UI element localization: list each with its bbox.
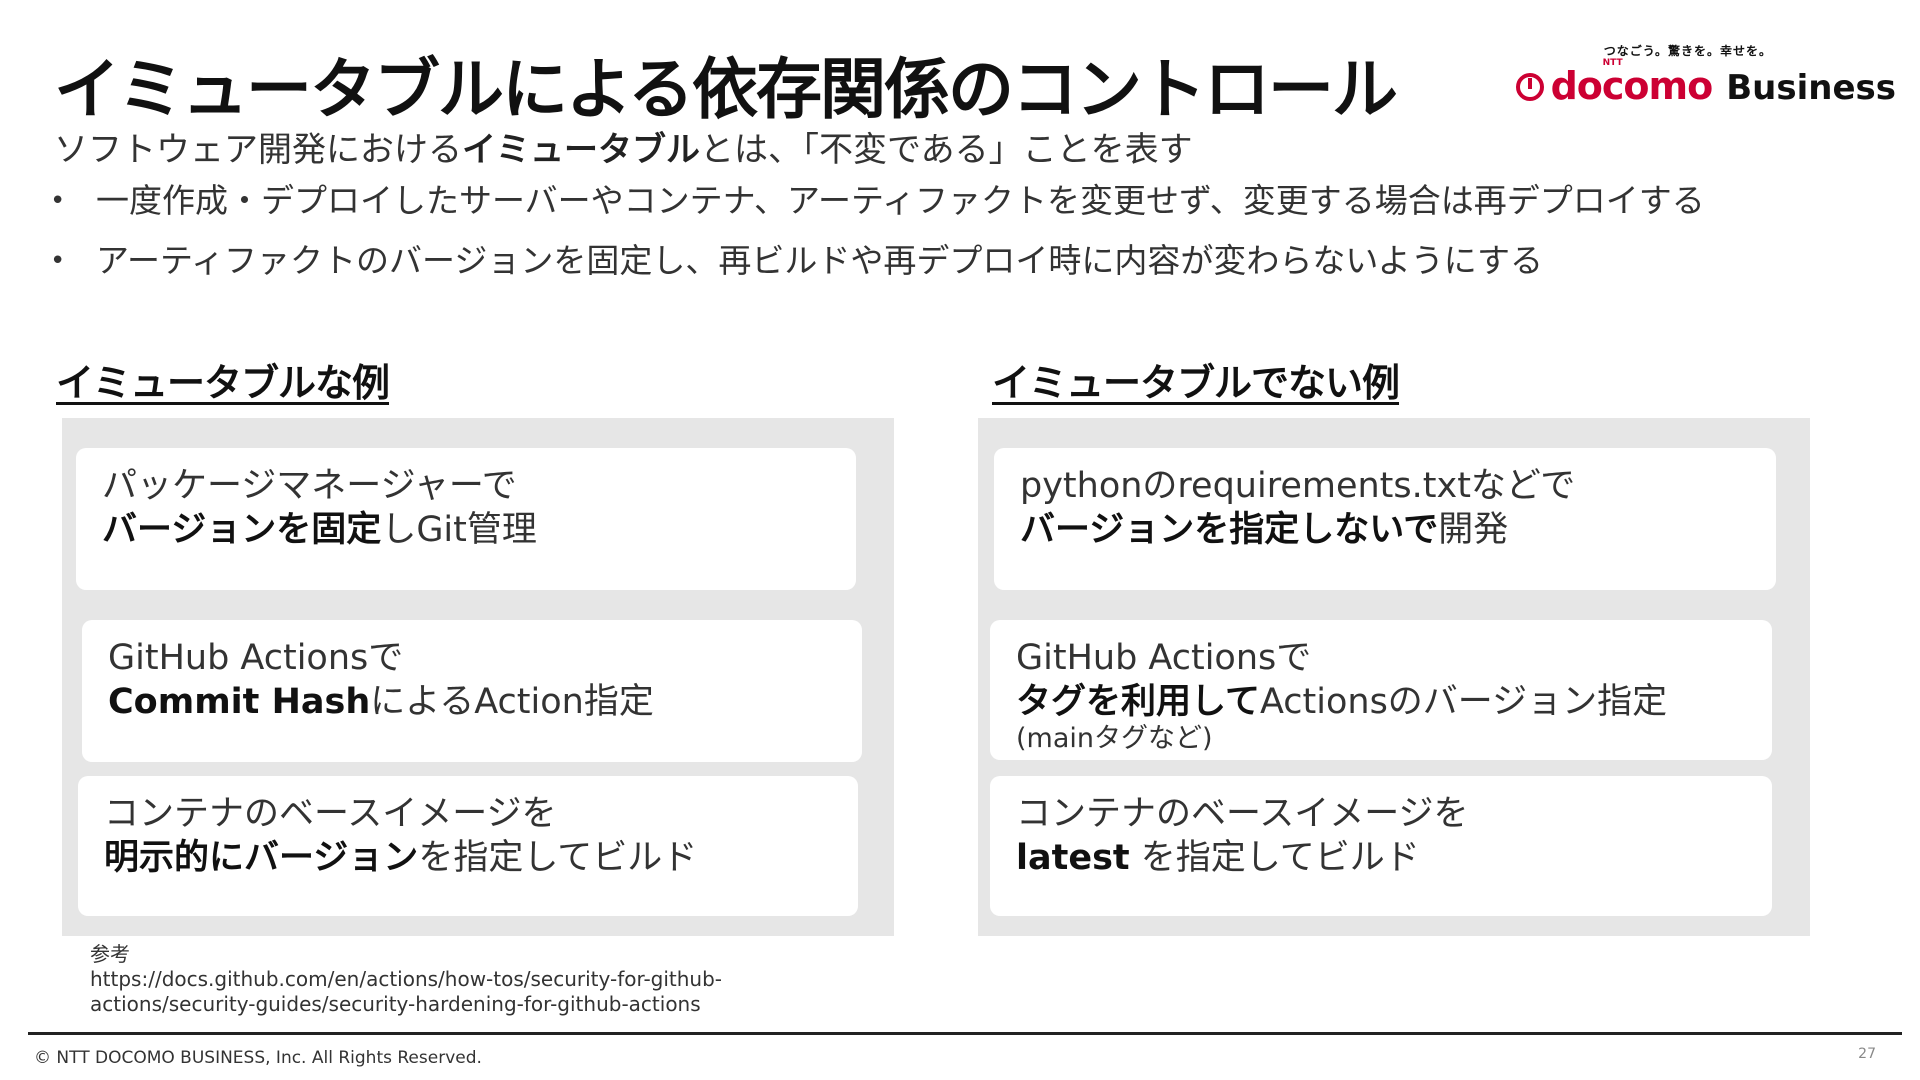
mutable-example-card: pythonのrequirements.txtなどで バージョンを指定しないで開… <box>994 448 1776 590</box>
card-line: 明示的にバージョンを指定してビルド <box>104 836 832 880</box>
mutable-example-card: GitHub Actionsで タグを利用してActionsのバージョン指定 (… <box>990 620 1772 760</box>
immutable-examples-heading: イミュータブルな例 <box>56 361 390 405</box>
logo-brand-suffix: Business <box>1726 68 1896 108</box>
card-bold-text: Commit Hash <box>108 682 371 722</box>
docomo-ring-icon <box>1515 73 1544 101</box>
footer-divider <box>28 1032 1902 1035</box>
card-bold-text: バージョンを固定 <box>102 510 382 550</box>
slide-title: イミュータブルによる依存関係のコントロール <box>54 51 1398 128</box>
logo-tagline: つなごう。驚きを。幸せを。 <box>1603 44 1772 58</box>
card-text: Actionsのバージョン指定 <box>1259 682 1668 722</box>
bullet-list: • 一度作成・デプロイしたサーバーやコンテナ、アーティファクトを変更せず、変更する… <box>50 180 1705 300</box>
logo-ntt: NTT <box>1602 58 1623 68</box>
mutable-example-card: コンテナのベースイメージを latest を指定してビルド <box>990 776 1772 916</box>
reference-url-line: https://docs.github.com/en/actions/how-t… <box>90 967 723 991</box>
card-line: バージョンを固定しGit管理 <box>102 508 830 552</box>
subtitle-bold: イミュータブル <box>462 130 700 170</box>
mutable-examples-heading: イミュータブルでない例 <box>992 361 1400 405</box>
subtitle-suffix: とは、「不変である」ことを表す <box>700 130 1193 170</box>
card-line: pythonのrequirements.txtなどで <box>1020 466 1576 506</box>
logo-brand: docomo <box>1550 64 1714 108</box>
logo-wordmark: NTT docomo Business <box>1515 58 1896 108</box>
company-logo: つなごう。驚きを。幸せを。 NTT docomo Business <box>1515 42 1896 112</box>
card-line: コンテナのベースイメージを <box>1016 794 1469 834</box>
card-line: コンテナのベースイメージを <box>104 794 557 834</box>
card-line: GitHub Actionsで <box>1016 638 1312 678</box>
page-number: 27 <box>1858 1046 1876 1062</box>
copyright: © NTT DOCOMO BUSINESS, Inc. All Rights R… <box>34 1048 482 1068</box>
card-bold-text: latest <box>1016 838 1130 878</box>
card-bold-text: タグを利用して <box>1016 682 1260 722</box>
subtitle: ソフトウェア開発におけるイミュータブルとは、「不変である」ことを表す <box>54 122 1193 171</box>
card-text: しGit管理 <box>381 510 537 550</box>
bullet-icon: • <box>50 186 66 216</box>
card-text: 開発 <box>1438 510 1509 550</box>
card-bold-text: 明示的にバージョン <box>104 838 419 878</box>
card-line: GitHub Actionsで <box>108 638 404 678</box>
card-line: latest を指定してビルド <box>1016 836 1746 880</box>
immutable-example-card: パッケージマネージャーで バージョンを固定しGit管理 <box>76 448 856 590</box>
bullet-item: • 一度作成・デプロイしたサーバーやコンテナ、アーティファクトを変更せず、変更する… <box>50 180 1705 240</box>
card-line: Commit HashによるAction指定 <box>108 680 836 724</box>
card-note: (mainタグなど) <box>1016 723 1213 754</box>
card-line: タグを利用してActionsのバージョン指定 <box>1016 680 1746 724</box>
immutable-example-card: GitHub Actionsで Commit HashによるAction指定 <box>82 620 862 762</box>
card-line: バージョンを指定しないで開発 <box>1020 508 1750 552</box>
bullet-text: 一度作成・デプロイしたサーバーやコンテナ、アーティファクトを変更せず、変更する場… <box>96 181 1705 220</box>
card-text: を指定してビルド <box>418 838 698 878</box>
card-bold-text: バージョンを指定しないで <box>1020 510 1439 550</box>
mutable-examples-panel: pythonのrequirements.txtなどで バージョンを指定しないで開… <box>978 418 1810 936</box>
card-text: によるAction指定 <box>370 682 654 722</box>
immutable-examples-panel: パッケージマネージャーで バージョンを固定しGit管理 GitHub Actio… <box>62 418 894 936</box>
bullet-text: アーティファクトのバージョンを固定し、再ビルドや再デプロイ時に内容が変わらないよ… <box>96 241 1544 280</box>
reference-url-line: actions/security-guides/security-hardeni… <box>90 992 701 1016</box>
card-line: パッケージマネージャーで <box>102 466 517 506</box>
immutable-example-card: コンテナのベースイメージを 明示的にバージョンを指定してビルド <box>78 776 858 916</box>
card-text: を指定してビルド <box>1129 838 1420 878</box>
bullet-icon: • <box>50 246 66 276</box>
subtitle-prefix: ソフトウェア開発における <box>54 130 462 170</box>
reference-label: 参考 <box>90 942 130 966</box>
bullet-item: • アーティファクトのバージョンを固定し、再ビルドや再デプロイ時に内容が変わらない… <box>50 240 1705 300</box>
reference-note: 参考 https://docs.github.com/en/actions/ho… <box>90 942 722 1017</box>
